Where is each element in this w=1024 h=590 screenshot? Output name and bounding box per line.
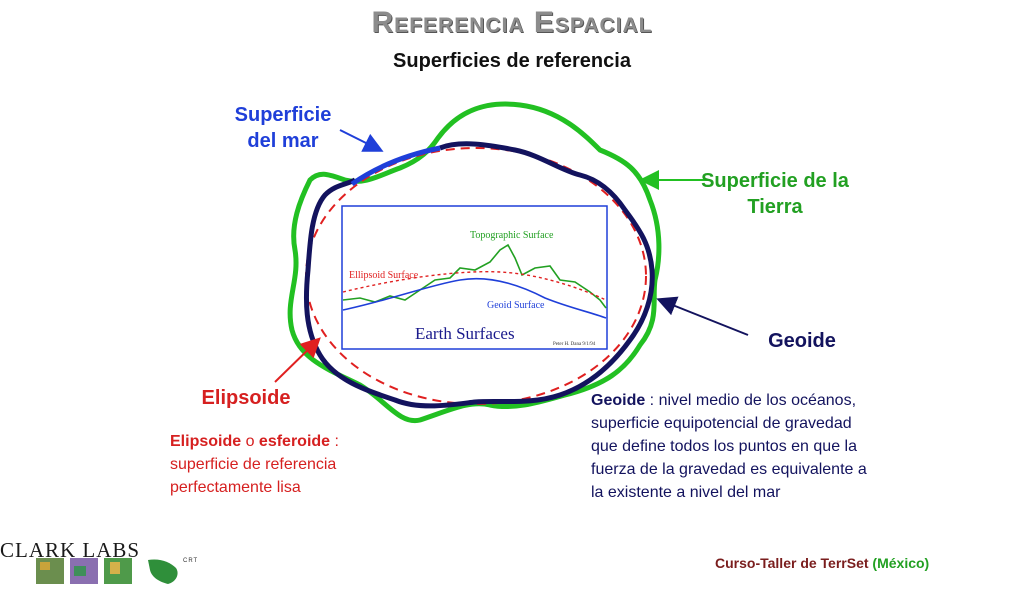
spheroid-term: esferoide [258,433,331,450]
inset-credit: Peter H. Dana 9/1/94 [553,342,596,347]
inset-geoid-line [342,277,607,319]
ellipsoid-definition: : superficie de referencia perfectamente… [170,433,339,496]
svg-text:CRT: CRT [183,558,198,564]
clark-labs-logo: CLARK LABS CRT [0,538,197,584]
ellipsoid-label: Elipsoide [201,387,291,409]
geoid-term: Geoide [591,392,646,409]
ellipsoid-connector: o [241,433,259,450]
sea-arrow [339,129,384,152]
reference-surfaces-diagram: Topographic Surface Ellipsoid Surface Ge… [274,101,749,424]
geoid-arrow [656,296,749,336]
sea-surface-label: Superficie del mar [234,104,332,152]
page-subtitle: Superficies de referencia [393,50,631,72]
page-title: Referencia Espacial [371,6,653,39]
inset-ellipsoid-line [342,271,607,301]
ellipsoid-description: Elipsoide o esferoide : superficie de re… [170,430,390,499]
ellipsoid-arrow [274,337,321,383]
course-footer: Curso-Taller de TerrSet (México) [715,555,929,571]
inset-topographic-line [342,243,607,309]
inset-ellipsoid-label: Ellipsoid Surface [349,270,419,281]
earth-surfaces-inset: Topographic Surface Ellipsoid Surface Ge… [341,205,608,350]
inset-topographic-label: Topographic Surface [470,230,554,241]
course-name: Curso-Taller de TerrSet [715,555,873,571]
earth-surface-label: Superficie de la Tierra [701,170,849,218]
sea-surface-segment [350,145,441,187]
inset-title: Earth Surfaces [415,324,515,343]
inset-geoid-label: Geoid Surface [487,300,545,311]
ellipsoid-term: Elipsoide [170,433,242,450]
logo-thumbnails: CRT [36,558,198,584]
geoid-definition: : nivel medio de los océanos, superficie… [591,392,867,501]
geoid-outline [303,141,655,409]
geoid-label: Geoide [768,330,836,352]
geoid-description: Geoide : nivel medio de los océanos, sup… [591,389,871,504]
course-country: (México) [872,555,930,571]
